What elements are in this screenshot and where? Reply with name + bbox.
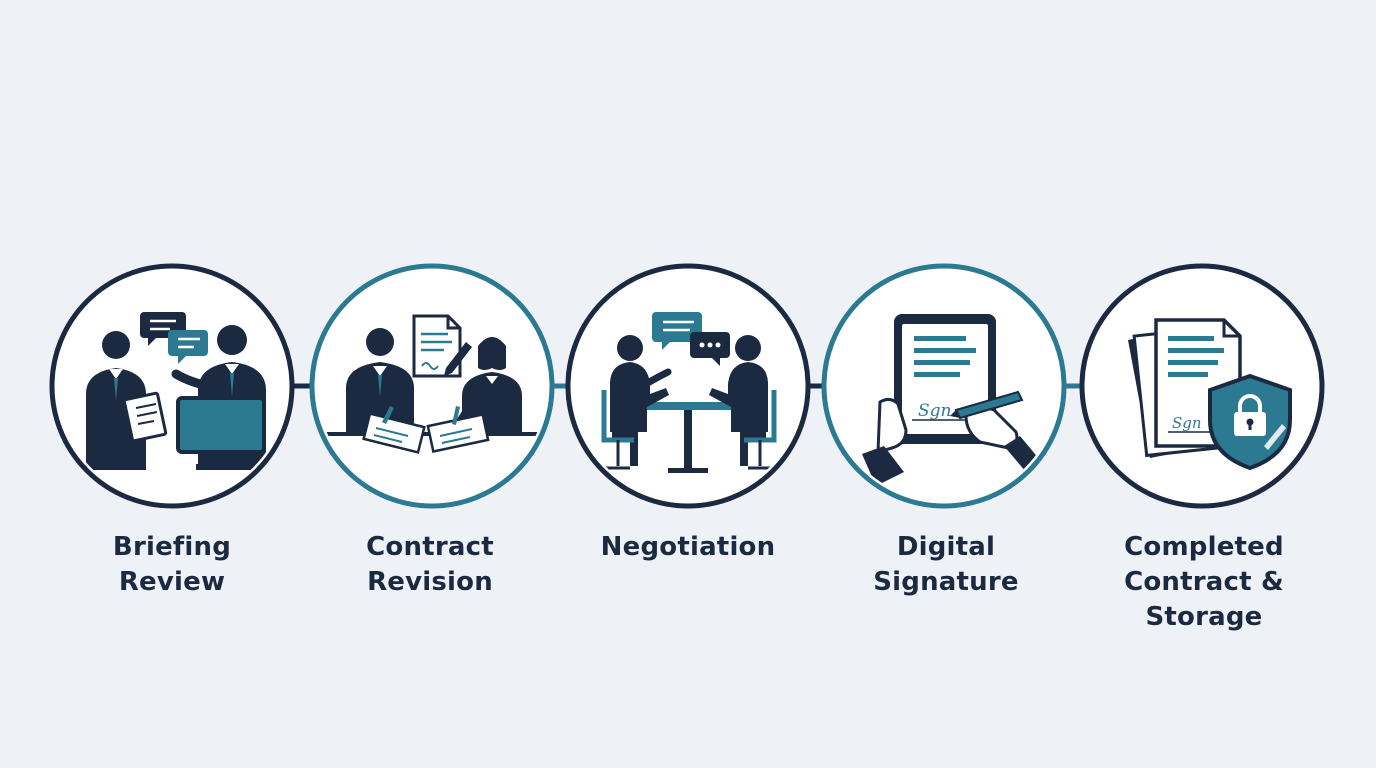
step-4-label: Digital Signature (826, 530, 1066, 600)
step-2-label: Contract Revision (310, 530, 550, 600)
step-1-label: Briefing Review (52, 530, 292, 600)
step-3-label-line-1: Negotiation (600, 532, 776, 562)
step-1-label-line-1: Briefing (112, 532, 232, 562)
chat-bubble-icon (652, 312, 730, 366)
step-5-label-line-3: Storage (1145, 602, 1263, 632)
step-3-negotiation (565, 263, 811, 509)
computer-monitor-icon (176, 396, 266, 470)
document-pen-icon (412, 314, 472, 378)
step-1-label-line-2: Review (118, 567, 226, 597)
step-2-contract-revision (309, 263, 555, 509)
step-4-digital-signature: Sgn (821, 263, 1067, 509)
step-2-label-line-2: Revision (367, 567, 493, 597)
step-4-label-line-1: Digital (896, 532, 996, 562)
step-5-label-line-1: Completed (1124, 532, 1284, 562)
step-4-label-line-2: Signature (873, 567, 1019, 597)
document-icon (122, 391, 168, 443)
signature-icon: Sgn (918, 401, 951, 421)
step-2-label-line-1: Contract (366, 532, 494, 562)
speech-bubble-icon (140, 312, 208, 364)
shield-lock-icon (1208, 373, 1292, 471)
step-5-label: Completed Contract & Storage (1084, 530, 1324, 635)
hand-icon (862, 397, 1040, 486)
step-2-circle (309, 263, 555, 509)
document-signature-text: Sgn (1172, 414, 1202, 432)
businesswoman-icon (452, 337, 522, 434)
signature-text: Sgn (918, 401, 951, 421)
meeting-table-icon (636, 402, 740, 473)
pen-icon (950, 390, 1024, 420)
paper-icon (362, 406, 490, 454)
step-5-completed-contract-storage: Sgn (1079, 263, 1325, 509)
chair-icon (601, 390, 777, 470)
step-5-label-line-2: Contract & (1124, 567, 1284, 597)
step-3-label: Negotiation (568, 530, 808, 565)
step-1-briefing-review (49, 263, 295, 509)
